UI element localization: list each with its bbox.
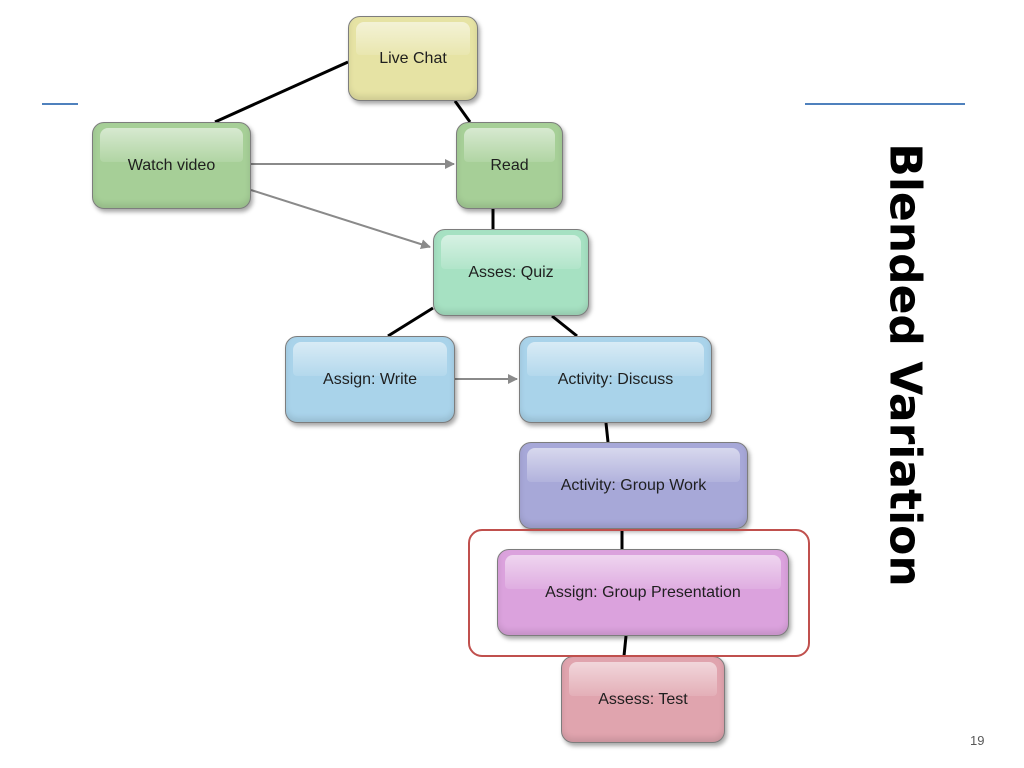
title-rule-left	[42, 103, 78, 105]
node-assign-group-presentation: Assign: Group Presentation	[497, 549, 789, 636]
page-number: 19	[970, 733, 985, 748]
edge-watch-to-quiz-arrow	[250, 189, 431, 250]
slide-title: Blended Variation	[879, 143, 931, 587]
node-quiz: Asses: Quiz	[433, 229, 589, 316]
node-activity-group-work: Activity: Group Work	[519, 442, 748, 529]
edge-discuss-to-groupwork	[604, 422, 610, 443]
node-assess-test: Assess: Test	[561, 656, 725, 743]
node-live-chat: Live Chat	[348, 16, 478, 101]
edge-presentation-to-test	[622, 635, 628, 657]
node-activity-discuss-label: Activity: Discuss	[557, 370, 674, 388]
highlight-box	[468, 529, 810, 657]
node-watch-video: Watch video	[92, 122, 251, 209]
node-read: Read	[456, 122, 563, 209]
edge-livechat-to-read	[453, 100, 472, 123]
node-assess-test-label: Assess: Test	[598, 690, 688, 708]
edge-quiz-to-write	[387, 306, 434, 338]
node-assign-write-label: Assign: Write	[323, 370, 417, 388]
title-rule-right	[805, 103, 965, 105]
node-activity-discuss: Activity: Discuss	[519, 336, 712, 423]
node-read-label: Read	[490, 156, 529, 174]
node-assign-write: Assign: Write	[285, 336, 455, 423]
edge-watch-to-livechat	[214, 60, 349, 124]
node-live-chat-label: Live Chat	[379, 49, 447, 67]
node-quiz-label: Asses: Quiz	[468, 263, 554, 281]
edge-quiz-to-discuss	[551, 314, 578, 338]
node-watch-video-label: Watch video	[127, 156, 216, 174]
node-assign-group-presentation-label: Assign: Group Presentation	[545, 583, 741, 601]
node-activity-group-work-label: Activity: Group Work	[560, 476, 707, 494]
